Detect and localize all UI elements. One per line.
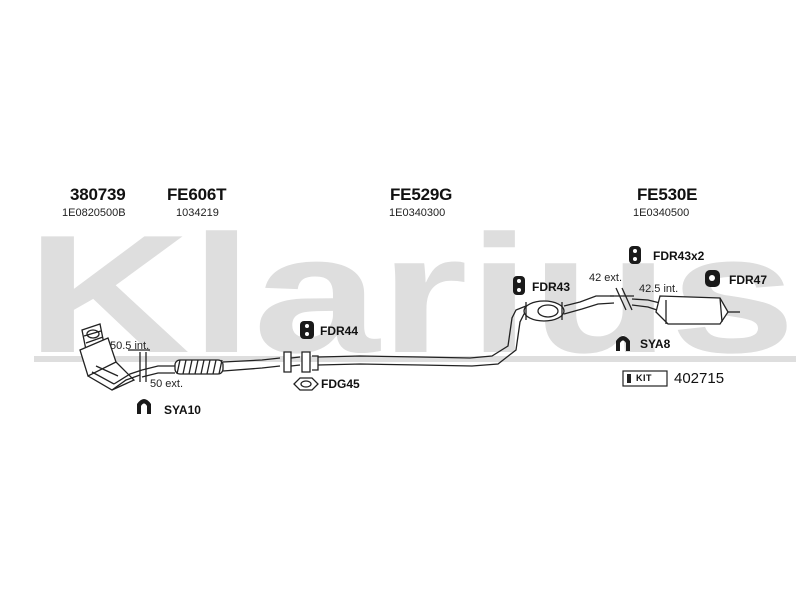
fitting-label-fdr44: FDR44 [320,324,359,338]
fitting-label-fdg45: FDG45 [321,377,360,391]
flange-50 [128,349,150,382]
fitting-label-fdr43x2: FDR43x2 [653,249,705,263]
kit-badge-frame [622,370,668,387]
oe-number: 1E0340500 [633,207,690,219]
fitting-label-fdr47: FDR47 [729,273,768,287]
fdr44-rubber-icon [300,321,314,339]
oe-number: 1E0820500B [62,207,126,219]
dimension-note: 42 ext. [589,272,623,284]
flange-42 [610,287,634,311]
part-number: FE529G [390,185,453,204]
fitting-label-sya10: SYA10 [164,403,201,417]
catalytic-converter [79,323,143,391]
dimension-note: 50.5 int. [110,340,150,352]
part-number: FE530E [637,185,698,204]
rear-silencer [631,295,740,325]
fitting-label-fdr43: FDR43 [532,280,571,294]
watermark-underline [34,356,796,362]
kit-number: 402715 [674,370,725,387]
fdr43-rubber-icon [513,276,525,295]
front-pipe [141,357,281,378]
fitting-label-sya8: SYA8 [640,337,671,351]
flange-joint [283,351,319,373]
fdr43x2-rubber-icon [629,246,641,264]
kit-label: KIT [636,373,652,383]
sya10-clamp-icon [137,399,151,414]
part-number: FE606T [167,185,227,204]
sya8-clamp-icon [616,336,630,351]
oe-number: 1034219 [176,207,219,219]
part-number: 380739 [70,185,126,204]
dimension-note: 42.5 int. [639,283,679,295]
centre-pipe [317,295,615,367]
oe-number: 1E0340300 [389,207,446,219]
fdg45-gasket-icon [293,377,319,391]
fdr47-rubber-icon [705,270,720,287]
dimension-note: 50 ext. [150,378,184,390]
